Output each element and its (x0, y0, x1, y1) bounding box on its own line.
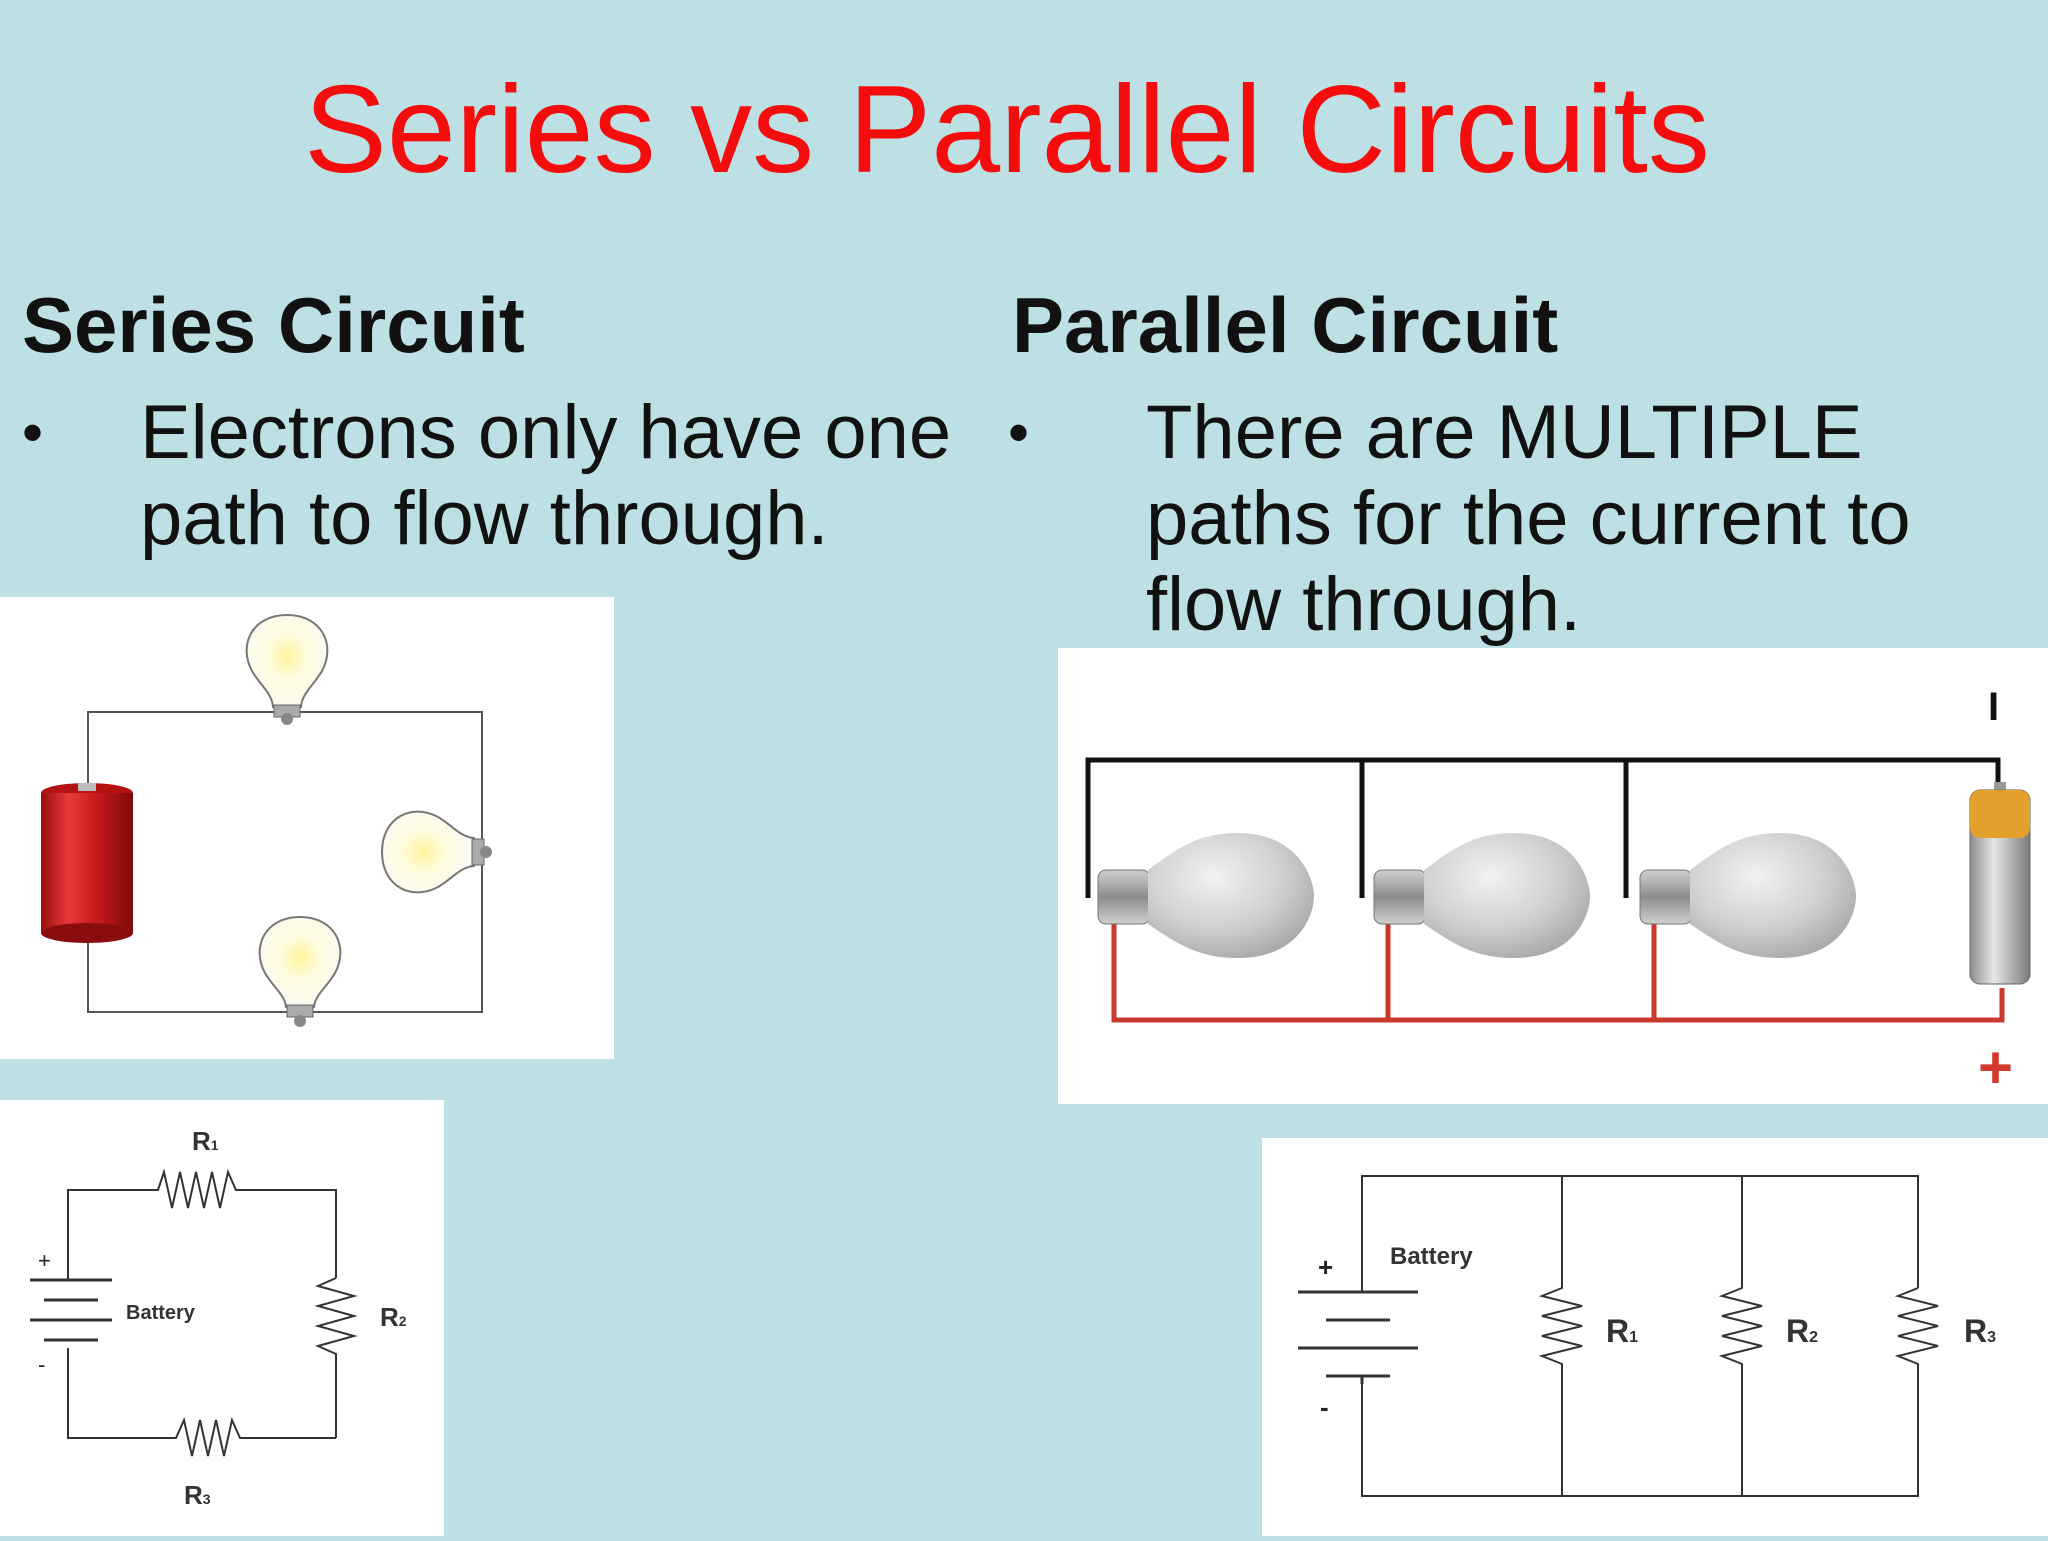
parallel-bullet-line-1: There are MULTIPLE (1146, 390, 1863, 475)
series-pictorial-svg (41, 613, 492, 1027)
resistor-r1-symbol (1538, 1176, 1583, 1496)
lightbulb-icon (1373, 833, 1590, 958)
lightbulb-icon (245, 613, 329, 725)
battery-icon (41, 783, 133, 943)
series-top-wire (67, 1168, 337, 1280)
resistor-r1-label: R1 (1606, 1313, 1638, 1349)
parallel-bullet-symbol: • (1008, 399, 1030, 466)
parallel-top-rail (1361, 1175, 1919, 1292)
parallel-bullet-line-3: flow through. (1146, 562, 1582, 647)
series-heading: Series Circuit (22, 281, 525, 369)
series-bullet-line-1: Electrons only have one (140, 390, 952, 475)
resistor-r2-label: R2 (380, 1302, 407, 1332)
resistor-r1-label: R1 (192, 1126, 219, 1156)
parallel-bottom-rail (1361, 1384, 1919, 1497)
negative-terminal-label: I (1988, 685, 1999, 729)
lightbulb-icon (1639, 833, 1856, 958)
black-wire (1085, 757, 2001, 898)
parallel-bullet-line-2: paths for the current to (1146, 476, 1911, 561)
resistor-r3-symbol (1894, 1287, 1939, 1408)
series-bullet-symbol: • (22, 399, 44, 466)
red-wire (1111, 914, 2005, 1023)
resistor-r2-label: R2 (1786, 1313, 1818, 1349)
aa-battery-icon (1969, 782, 2031, 985)
resistor-r3-label: R3 (184, 1480, 211, 1510)
parallel-heading: Parallel Circuit (1012, 281, 1559, 369)
lightbulb-icon (258, 915, 342, 1027)
battery-minus-label: - (38, 1352, 45, 1377)
lightbulb-icon (1097, 833, 1314, 958)
parallel-schematic-diagram: + - Battery R1 R2 R3 (1262, 1138, 2048, 1536)
battery-plus-label: + (38, 1248, 51, 1273)
resistor-r2-symbol (314, 1277, 358, 1438)
series-pictorial-diagram (0, 597, 614, 1059)
series-schematic-svg: + - Battery R1 R2 R3 (30, 1126, 407, 1510)
battery-symbol-icon (30, 1278, 112, 1342)
parallel-schematic-svg: + - Battery R1 R2 R3 (1298, 1175, 1996, 1497)
battery-minus-label: - (1320, 1392, 1329, 1422)
battery-symbol-icon (1298, 1290, 1418, 1384)
page-title: Series vs Parallel Circuits (304, 61, 1710, 199)
resistor-r3-label: R3 (1964, 1313, 1996, 1349)
series-bottom-wire (67, 1348, 336, 1457)
parallel-pictorial-diagram: I + (1058, 648, 2048, 1104)
series-bullet-line-2: path to flow through. (140, 476, 829, 561)
positive-terminal-label: + (1978, 1034, 2013, 1101)
battery-label: Battery (126, 1302, 196, 1324)
resistor-r2-symbol (1718, 1176, 1763, 1496)
series-schematic-diagram: + - Battery R1 R2 R3 (0, 1100, 444, 1536)
battery-plus-label: + (1318, 1252, 1333, 1282)
parallel-pictorial-svg: I + (1085, 685, 2031, 1101)
lightbulb-icon (380, 810, 492, 894)
battery-label: Battery (1390, 1243, 1473, 1270)
